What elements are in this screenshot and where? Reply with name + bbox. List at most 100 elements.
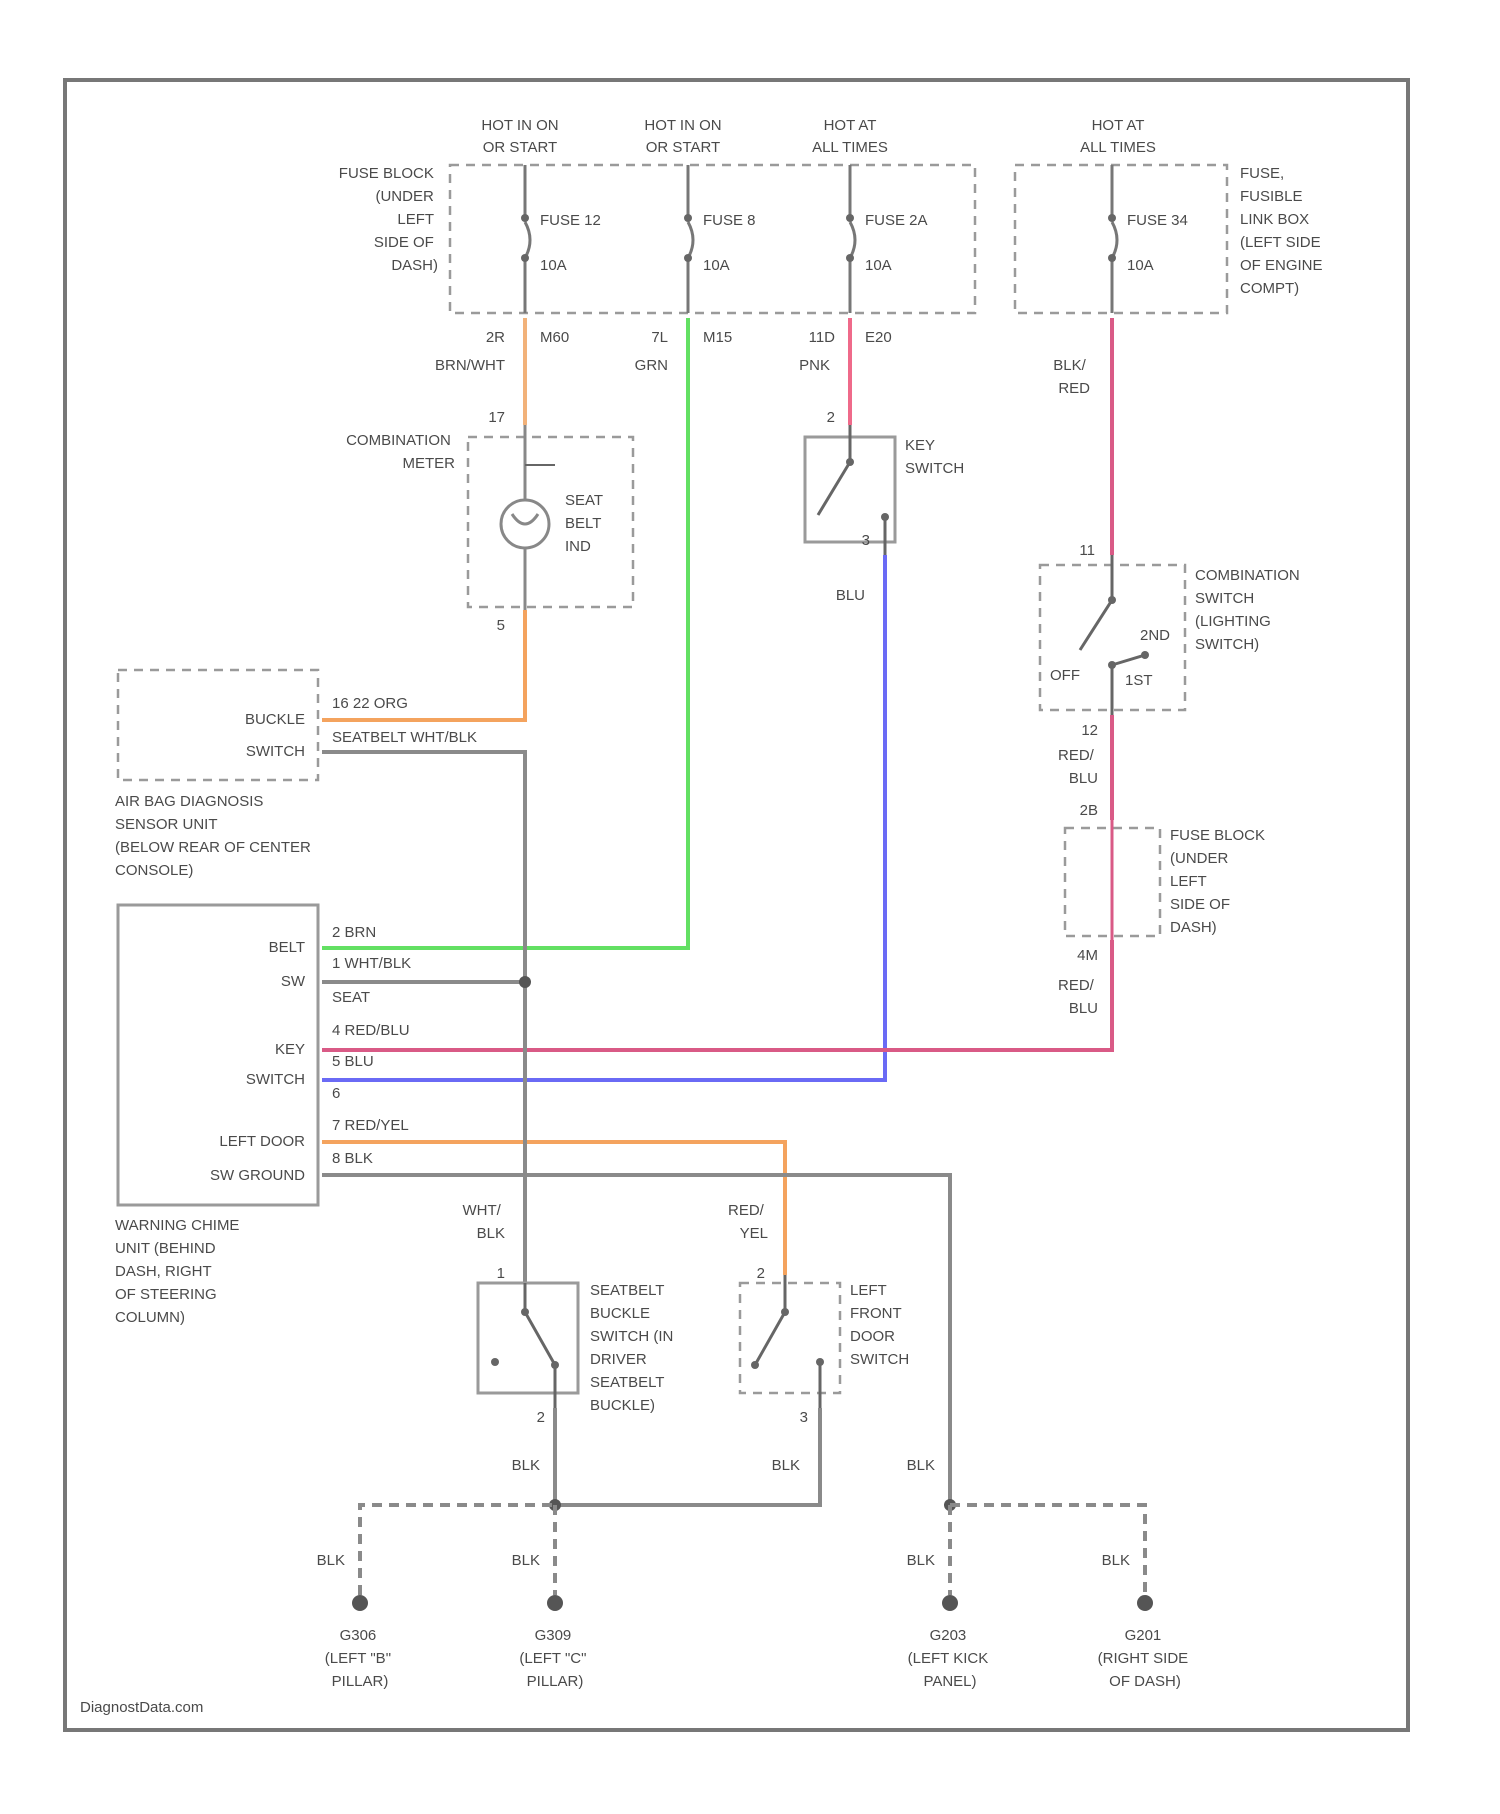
watermark: DiagnostData.com — [80, 1699, 203, 1716]
door-switch-label: LEFT FRONT DOOR SWITCH — [850, 1282, 909, 1368]
conn-c6: 2 — [827, 409, 835, 426]
ground-dash-right — [950, 1505, 1145, 1595]
combo-switch-contact — [1080, 555, 1145, 715]
chime-pin-sw: SW — [281, 973, 306, 990]
conn-c11: 4M — [1077, 947, 1098, 964]
chime-pin-sw-ground: SW GROUND — [210, 1167, 305, 1184]
wire-blue — [322, 555, 885, 1080]
fuse2a-rating: 10A — [865, 257, 892, 274]
chime-pin-belt: BELT — [269, 939, 305, 956]
seat-belt-ind-label: SEAT BELT IND — [565, 492, 607, 555]
chime-wire-seat: SEAT — [332, 989, 370, 1006]
conn-c2b: M15 — [703, 329, 732, 346]
airbag-pin-switch: SWITCH — [246, 743, 305, 760]
wire-label-blk-red: BLK/ RED — [1053, 357, 1090, 397]
wire-green — [322, 318, 688, 948]
conn-c8: 11 — [1079, 542, 1095, 559]
blk-label-3: BLK — [907, 1457, 935, 1474]
conn-c4: 17 — [488, 409, 505, 426]
ground-g309 — [547, 1595, 563, 1611]
fusible-link-label: FUSE, FUSIBLE LINK BOX (LEFT SIDE OF ENG… — [1240, 165, 1327, 297]
conn-c13: 2 — [537, 1409, 545, 1426]
chime-wire-blu: 5 BLU — [332, 1053, 374, 1070]
airbag-wire-org: 16 22 ORG — [332, 695, 408, 712]
conn-c2a: 7L — [651, 329, 668, 346]
wire-label-red-blu-2: RED/ BLU — [1058, 977, 1098, 1017]
fuse34-rating: 10A — [1127, 257, 1154, 274]
blk-label-4: BLK — [317, 1552, 345, 1569]
blk-label-6: BLK — [907, 1552, 935, 1569]
fusible-link-box — [1015, 165, 1227, 313]
combo-switch-label: COMBINATION SWITCH (LIGHTING SWITCH) — [1195, 567, 1304, 653]
wire-label-red-blu-1: RED/ BLU — [1058, 747, 1098, 787]
ground-dash-left — [360, 1505, 555, 1595]
hot4-line2: ALL TIMES — [1080, 139, 1156, 156]
conn-c15: 3 — [800, 1409, 808, 1426]
hot4-line1: HOT AT — [1092, 117, 1145, 134]
buckle-switch-label: SEATBELT BUCKLE SWITCH (IN DRIVER SEATBE… — [590, 1282, 678, 1414]
fuse12-name: FUSE 12 — [540, 212, 601, 229]
chime-wire-blk: 8 BLK — [332, 1150, 373, 1167]
chime-pin-left-door: LEFT DOOR — [219, 1133, 305, 1150]
ground-g309-label: G309 (LEFT "C" PILLAR) — [519, 1627, 590, 1690]
wire-red-blu-b — [322, 940, 1112, 1050]
fuse2a-name: FUSE 2A — [865, 212, 928, 229]
bulb-filament — [512, 425, 538, 610]
chime-wire-yel: 7 RED/YEL — [332, 1117, 409, 1134]
ground-g203 — [942, 1595, 958, 1611]
conn-c3a: 11D — [809, 329, 836, 346]
ground-g203-label: G203 (LEFT KICK PANEL) — [908, 1627, 993, 1690]
chime-wire-brn: 2 BRN — [332, 924, 376, 941]
blk-label-7: BLK — [1102, 1552, 1130, 1569]
conn-c1a: 2R — [486, 329, 505, 346]
wire-label-pnk: PNK — [799, 357, 830, 374]
airbag-unit-label: AIR BAG DIAGNOSIS SENSOR UNIT (BELOW REA… — [115, 793, 315, 879]
fuse-block-label: FUSE BLOCK (UNDER LEFT SIDE OF DASH) — [339, 165, 438, 274]
hot1-line1: HOT IN ON — [481, 117, 558, 134]
combo-switch-2nd: 2ND — [1140, 627, 1170, 644]
wire-label-blu: BLU — [836, 587, 865, 604]
hot3-line1: HOT AT — [824, 117, 877, 134]
splice-node — [519, 976, 531, 988]
door-switch-box — [740, 1283, 840, 1393]
chime-wire-red: 4 RED/BLU — [332, 1022, 410, 1039]
conn-c1b: M60 — [540, 329, 569, 346]
fuse12-rating: 10A — [540, 257, 567, 274]
fuse34-name: FUSE 34 — [1127, 212, 1188, 229]
key-switch-contact — [818, 425, 885, 555]
conn-c3b: E20 — [865, 329, 892, 346]
buckle-switch-box — [478, 1283, 578, 1393]
wire-label-brn-wht: BRN/WHT — [435, 357, 505, 374]
hot1-line2: OR START — [483, 139, 557, 156]
door-switch-contact — [755, 1275, 820, 1408]
wire-red-yel — [322, 1142, 785, 1275]
chime-pin-key: KEY — [275, 1041, 305, 1058]
combination-meter-box — [468, 437, 633, 607]
blk-label-5: BLK — [512, 1552, 540, 1569]
fuse-dots — [521, 214, 1116, 262]
chime-pin-switch: SWITCH — [246, 1071, 305, 1088]
chime-unit-label: WARNING CHIME UNIT (BEHIND DASH, RIGHT O… — [115, 1217, 244, 1326]
airbag-wire-wht: SEATBELT WHT/BLK — [332, 729, 477, 746]
fuse8-rating: 10A — [703, 257, 730, 274]
blk-label-1: BLK — [512, 1457, 540, 1474]
chime-wire-wht: 1 WHT/BLK — [332, 955, 411, 972]
conn-c9: 12 — [1081, 722, 1098, 739]
ground-g306 — [352, 1595, 368, 1611]
airbag-pin-buckle: BUCKLE — [245, 711, 305, 728]
chime-pin-6: 6 — [332, 1085, 340, 1102]
wire-label-wht-blk: WHT/ BLK — [463, 1202, 506, 1242]
combo-switch-off: OFF — [1050, 667, 1080, 684]
conn-c10: 2B — [1080, 802, 1098, 819]
combination-meter-label: COMBINATION METER — [346, 432, 455, 472]
blk-label-2: BLK — [772, 1457, 800, 1474]
wire-label-red-yel: RED/ YEL — [728, 1202, 768, 1242]
buckle-switch-contact — [495, 1283, 555, 1408]
ground-g201-label: G201 (RIGHT SIDE OF DASH) — [1098, 1627, 1193, 1690]
hot2-line2: OR START — [646, 139, 720, 156]
conn-c14: 2 — [757, 1265, 765, 1282]
fuse8-name: FUSE 8 — [703, 212, 756, 229]
fuse-block-2-label: FUSE BLOCK (UNDER LEFT SIDE OF DASH) — [1170, 827, 1269, 936]
key-switch-label: KEY SWITCH — [905, 437, 964, 477]
